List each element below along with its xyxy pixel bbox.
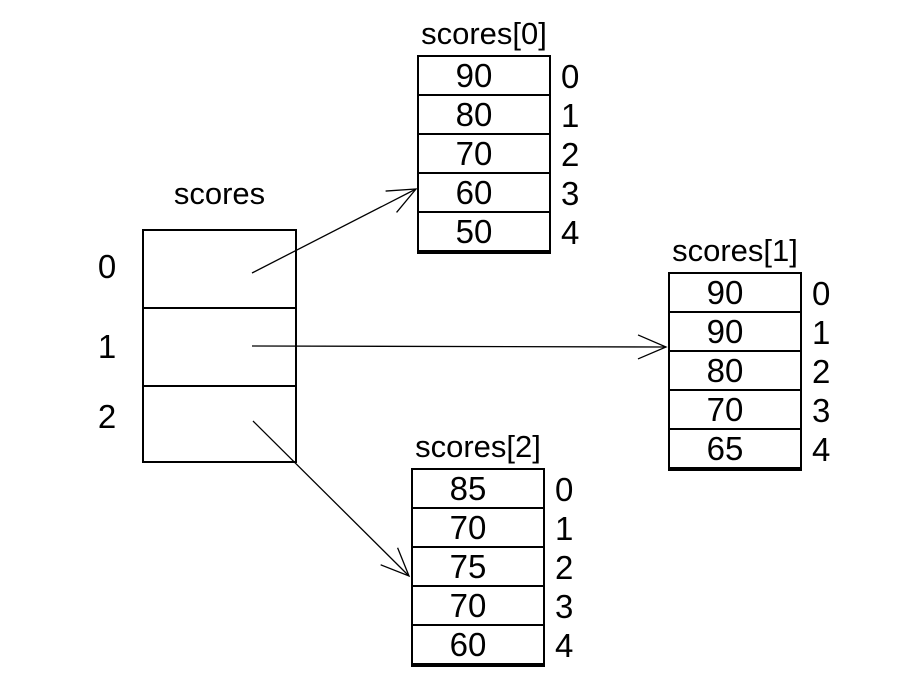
row-index-label: 0 [561,58,580,95]
row-index-label: 3 [555,588,574,625]
scores-row-index-2: 2 [97,398,117,435]
row-index-label: 2 [555,549,574,586]
cell-value: 70 [413,509,543,548]
scores2-index-column: 0 1 2 3 4 [555,470,595,665]
cell-value: 90 [670,274,800,313]
scores0-table: scores[0] 90 80 70 60 50 0 1 2 3 4 [417,16,579,254]
scores-pointer-array: scores 0 1 2 [98,176,297,463]
row-index-label: 3 [561,175,580,212]
cell-value: 65 [670,430,800,469]
row-index-label: 2 [561,136,580,173]
scores1-table: scores[1] 90 90 80 70 65 0 1 2 3 4 [668,233,830,471]
scores0-table-title: scores[0] [421,16,547,51]
cell-value: 70 [413,587,543,626]
row-index-label: 3 [812,392,831,429]
row-index-label: 0 [812,275,831,312]
cell-value: 85 [413,470,543,509]
cell-value: 80 [419,96,549,135]
row-index-label: 0 [555,471,574,508]
row-index-label: 1 [555,510,574,547]
cell-value: 90 [670,313,800,352]
row-index-label: 1 [561,97,580,134]
row-index-label: 1 [812,314,831,351]
cell-value: 80 [670,352,800,391]
cell-value: 90 [419,57,549,96]
row-index-label: 4 [555,627,574,664]
scores-row-index-0: 0 [97,248,117,285]
cell-value: 50 [419,213,549,252]
scores-cell-0 [144,231,295,309]
cell-value: 70 [670,391,800,430]
cell-value: 60 [413,626,543,665]
scores2-table-title: scores[2] [415,429,541,464]
cell-value: 75 [413,548,543,587]
cell-value: 70 [419,135,549,174]
row-index-label: 4 [561,214,580,251]
arrow-to-scores1 [251,334,668,360]
scores-cell-1 [144,309,295,387]
scores1-table-title: scores[1] [672,233,798,268]
scores0-index-column: 0 1 2 3 4 [561,57,601,252]
scores-array-title: scores [173,176,266,211]
row-index-label: 2 [812,353,831,390]
scores2-table: scores[2] 85 70 75 70 60 0 1 2 3 4 [411,429,573,667]
scores-row-index-1: 1 [97,328,117,365]
scores-cell-2 [144,387,295,463]
scores1-index-column: 0 1 2 3 4 [812,274,852,469]
row-index-label: 4 [812,431,831,468]
cell-value: 60 [419,174,549,213]
